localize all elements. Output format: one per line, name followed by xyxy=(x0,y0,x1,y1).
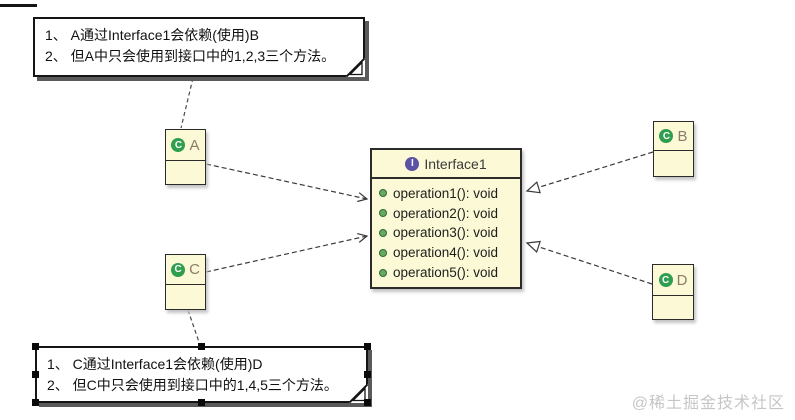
operation-label: operation5(): void xyxy=(393,265,499,281)
edge-a-uses-interface1[interactable] xyxy=(205,163,369,203)
selection-handle[interactable] xyxy=(364,370,371,378)
selection-handle[interactable] xyxy=(197,399,205,406)
selection-handle[interactable] xyxy=(32,370,39,378)
public-method-icon xyxy=(379,189,387,198)
class-icon: C xyxy=(658,273,673,287)
edge-c-uses-interface1[interactable] xyxy=(205,232,369,273)
operation-row: operation1(): void xyxy=(372,186,520,201)
class-header: C D xyxy=(653,265,693,296)
operation-label: operation1(): void xyxy=(393,185,499,201)
interface-header: I Interface1 xyxy=(372,150,520,179)
watermark: @稀土掘金技术社区 xyxy=(631,395,785,412)
class-box-b[interactable]: C B xyxy=(653,121,694,177)
selection-handle[interactable] xyxy=(32,399,39,406)
class-box-c[interactable]: C C xyxy=(165,254,206,310)
selection-handle[interactable] xyxy=(197,343,205,350)
interface-icon: I xyxy=(405,156,420,171)
public-method-icon xyxy=(379,248,387,257)
public-method-icon xyxy=(379,209,387,218)
class-header: C B xyxy=(654,122,693,151)
class-name: B xyxy=(677,127,688,145)
class-header: C A xyxy=(166,130,205,161)
operation-label: operation3(): void xyxy=(393,225,499,241)
note-text-line: 1、 A通过Interface1会依赖(使用)B xyxy=(45,27,259,43)
cropped-element-fragment xyxy=(0,4,37,7)
selection-handle[interactable] xyxy=(32,343,39,350)
class-header: C C xyxy=(166,255,205,285)
note-c-dependency[interactable]: 1、 C通过Interface1会依赖(使用)D 2、 但C中只会使用到接口中的… xyxy=(32,343,371,406)
note-a-dependency[interactable]: 1、 A通过Interface1会依赖(使用)B 2、 但A中只会使用到接口中的… xyxy=(33,17,365,77)
class-box-d[interactable]: C D xyxy=(652,264,694,320)
edge-c-to-note-bottom[interactable] xyxy=(187,309,201,346)
class-name: A xyxy=(189,136,200,154)
edge-b-implements-interface1[interactable] xyxy=(525,151,654,194)
operation-label: operation2(): void xyxy=(393,205,499,221)
public-method-icon xyxy=(379,268,387,277)
operation-row: operation5(): void xyxy=(372,265,520,280)
note-text-line: 2、 但C中只会使用到接口中的1,4,5三个方法。 xyxy=(47,377,338,393)
public-method-icon xyxy=(379,228,387,237)
note-fold-corner-icon xyxy=(349,384,368,403)
class-box-a[interactable]: C A xyxy=(165,129,206,185)
edge-d-implements-interface1[interactable] xyxy=(525,240,653,285)
edge-note-top-to-a[interactable] xyxy=(180,77,194,129)
class-icon: C xyxy=(171,138,186,152)
operation-label: operation4(): void xyxy=(393,245,499,261)
selection-handle[interactable] xyxy=(364,399,371,406)
note-text-line: 1、 C通过Interface1会依赖(使用)D xyxy=(47,356,263,372)
class-icon: C xyxy=(659,129,674,143)
note-text-line: 2、 但A中只会使用到接口中的1,2,3三个方法。 xyxy=(45,48,336,64)
operation-row: operation2(): void xyxy=(372,206,520,221)
interface-name: Interface1 xyxy=(424,155,487,172)
note-fold-corner-icon xyxy=(346,58,365,77)
class-icon: C xyxy=(171,262,186,277)
interface-box-interface1[interactable]: I Interface1 operation1(): void operatio… xyxy=(370,148,522,289)
operation-row: operation4(): void xyxy=(372,245,520,260)
selection-handle[interactable] xyxy=(364,343,371,350)
operation-row: operation3(): void xyxy=(372,225,520,240)
class-name: D xyxy=(676,271,688,289)
class-name: C xyxy=(189,261,200,278)
interface-operations: operation1(): void operation2(): void op… xyxy=(372,179,520,287)
